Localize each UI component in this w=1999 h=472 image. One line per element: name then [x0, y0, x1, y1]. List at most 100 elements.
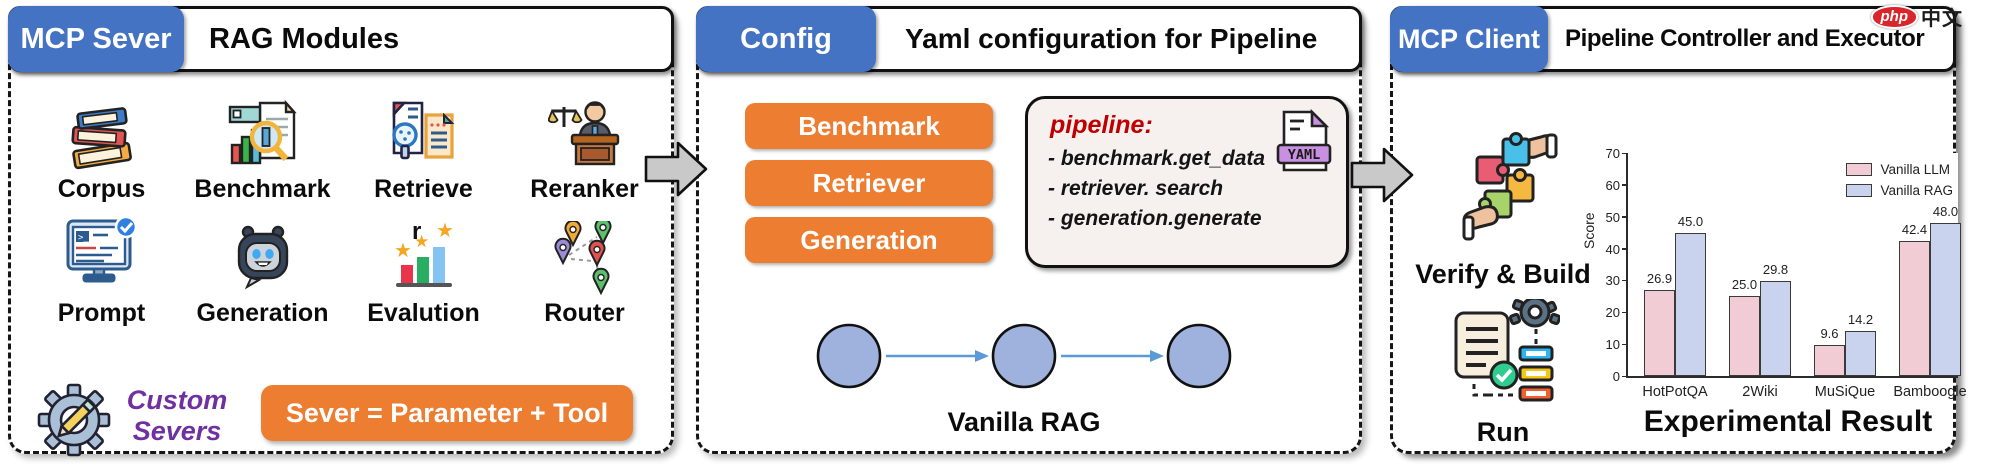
server-formula-badge: Sever = Parameter + Tool [261, 385, 633, 441]
custom-servers-label: Custom Severs [117, 385, 237, 447]
legend-row: Vanilla LLM [1846, 159, 1953, 180]
y-tick-label: 40 [1605, 241, 1620, 257]
y-tick-label: 70 [1605, 146, 1620, 161]
module-generation: Generation [182, 207, 343, 331]
y-tick-mark [1622, 216, 1628, 218]
terminal-monitor-icon: >_ [62, 211, 142, 297]
legend-row: Vanilla RAG [1846, 180, 1953, 201]
bar-value-label: 42.4 [1901, 221, 1928, 237]
bar-vanilla-rag [1930, 223, 1961, 376]
module-label: Retrieve [374, 175, 473, 203]
svg-text:★: ★ [436, 220, 454, 242]
pipeline-step-1: - benchmark.get_data [1048, 147, 1266, 170]
y-tick-mark [1622, 343, 1628, 346]
chart-legend: Vanilla LLM Vanilla RAG [1846, 159, 1953, 201]
puzzle-hands-icon [1455, 127, 1565, 252]
panel-config: Yaml configuration for Pipeline Config B… [696, 6, 1362, 454]
panel-connector-arrow-1 [644, 141, 708, 197]
module-corpus: Corpus [21, 83, 182, 207]
module-label: Router [544, 299, 625, 327]
legend-label: Vanilla LLM [1880, 162, 1951, 177]
module-prompt: >_ Prompt [21, 207, 182, 331]
flow-node-3 [1166, 323, 1232, 389]
pipeline-heading: pipeline: [1050, 111, 1153, 139]
eval-r-glyph: r [412, 218, 421, 245]
y-tick-mark [1622, 311, 1628, 314]
bar-vanilla-llm [1644, 290, 1675, 376]
legend-swatch [1846, 184, 1873, 197]
yaml-file-icon: YAML [1276, 108, 1332, 178]
bar-value-label: 25.0 [1731, 277, 1758, 293]
ranked-bars-stars-icon: r ★ ★ ★ [388, 211, 460, 297]
watermark-cn-text: 中文 [1921, 8, 1963, 30]
module-label: Reranker [530, 175, 639, 203]
php-cn-watermark: php 中文 [1870, 2, 1964, 31]
module-retrieve: Retrieve [343, 83, 504, 207]
x-category-label: MuSiQue [1814, 384, 1876, 400]
rag-modules-grid: Corpus [21, 83, 667, 331]
y-tick-mark [1622, 184, 1628, 186]
module-evaluation: r ★ ★ ★ Evalution [343, 207, 504, 331]
bar-value-label: 14.2 [1847, 311, 1874, 327]
y-tick-label: 50 [1605, 209, 1620, 225]
svg-text:★: ★ [414, 232, 429, 251]
y-tick-label: 20 [1605, 305, 1620, 321]
tab-mcp-client: MCP Client [1390, 6, 1548, 72]
php-logo: php [1870, 4, 1918, 29]
bar-vanilla-llm [1899, 240, 1930, 376]
vanilla-rag-caption: Vanilla RAG [947, 407, 1101, 437]
x-category-label: 2Wiki [1742, 384, 1778, 400]
module-router: Router [504, 207, 665, 331]
x-category-label: HotPotQA [1642, 384, 1708, 400]
custom-line-1: Custom [126, 385, 228, 415]
vanilla-rag-flow [816, 323, 1232, 389]
legend-label: Vanilla RAG [1880, 183, 1953, 198]
pipeline-step-2: - retriever. search [1048, 177, 1224, 200]
config-module-generation: Generation [745, 217, 993, 263]
bar-value-label: 9.6 [1820, 326, 1839, 342]
bar-vanilla-rag [1760, 281, 1791, 376]
bar-value-label: 26.9 [1646, 271, 1673, 287]
custom-line-2: Severs [132, 416, 222, 446]
svg-text:★: ★ [394, 240, 412, 262]
robot-icon [227, 211, 299, 297]
bar-value-label: 48.0 [1932, 204, 1959, 220]
bar-vanilla-rag [1675, 232, 1706, 376]
experimental-result-title: Experimental Result [1643, 405, 1933, 438]
pipeline-step-3: - generation.generate [1048, 207, 1262, 230]
tab-config: Config [696, 6, 876, 72]
books-icon [66, 87, 138, 173]
route-pins-icon [549, 211, 621, 297]
config-panel-title: Yaml configuration for Pipeline [905, 23, 1318, 54]
module-label: Evalution [367, 299, 480, 327]
x-category-label: Bamboogle [1893, 384, 1967, 400]
panel-connector-arrow-2 [1350, 147, 1414, 203]
bar-value-label: 29.8 [1762, 262, 1789, 278]
module-label: Benchmark [194, 175, 331, 203]
module-reranker: Reranker [504, 83, 665, 207]
judge-icon [547, 87, 622, 173]
bar-value-label: 45.0 [1677, 213, 1704, 229]
y-tick-mark [1622, 152, 1628, 154]
config-module-retriever: Retriever [745, 160, 993, 206]
gear-pencil-icon [33, 379, 115, 466]
panel-mcp-server: RAG Modules MCP Sever Corpus [8, 6, 674, 457]
flow-node-1 [816, 323, 882, 389]
verify-build-label: Verify & Build [1415, 259, 1591, 289]
y-tick-label: 60 [1605, 177, 1620, 193]
benchmark-chart-magnifier-icon [226, 87, 300, 173]
y-tick-label: 0 [1612, 369, 1620, 384]
panel-mcp-client: Pipeline Controller and Executor MCP Cli… [1390, 6, 1967, 454]
module-label: Prompt [57, 299, 146, 327]
document-search-icon [388, 87, 460, 173]
module-benchmark: Benchmark [182, 83, 343, 207]
bar-vanilla-rag [1845, 330, 1876, 376]
yaml-pipeline-snippet: pipeline: - benchmark.get_data - retriev… [1025, 96, 1349, 268]
module-label: Corpus [57, 175, 146, 203]
bar-vanilla-llm [1814, 345, 1845, 376]
legend-swatch [1846, 163, 1873, 176]
module-label: Generation [196, 299, 329, 327]
y-tick-mark [1622, 375, 1628, 377]
